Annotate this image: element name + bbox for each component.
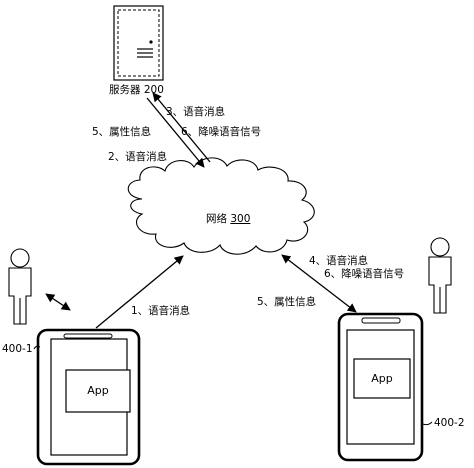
msg-right-4: 4、语音消息 [309,255,369,267]
right-app-label: App [371,372,393,385]
left-phone [36,328,141,466]
left-device-leader [33,345,41,350]
network-name: 网络 [206,213,227,225]
msg-right-5: 5、属性信息 [257,296,317,308]
msg-server-2: 2、语音消息 [108,151,168,163]
server-label: 服务器 200 [109,84,164,96]
arrow-cloud-to-right-device [281,254,357,313]
msg-right-6: 6、降噪语音信号 [324,268,405,280]
network-cloud [127,157,315,255]
msg-server-6: 6、降噪语音信号 [181,126,262,138]
right-device-ref: 400-2 [434,417,465,429]
server-name: 服务器 [109,84,141,96]
arrow-cloud-to-server [152,92,211,163]
right-phone [337,312,424,462]
right-person-icon [428,237,452,314]
left-person-icon [8,248,32,325]
arrow-person-to-left-device [45,293,71,311]
right-device-leader [422,421,433,426]
network-ref: 300 [230,213,251,225]
msg-left-1: 1、语音消息 [131,305,191,317]
server-ref: 200 [143,84,164,96]
left-device-ref: 400-1 [2,343,33,355]
arrow-server-to-cloud [146,97,205,168]
arrow-left-device-to-cloud [95,255,184,329]
server-icon [113,5,164,81]
left-app-label: App [87,384,109,397]
network-label: 网络 300 [206,213,250,225]
msg-server-5: 5、属性信息 [92,126,152,138]
msg-server-3: 3、语音消息 [166,106,226,118]
